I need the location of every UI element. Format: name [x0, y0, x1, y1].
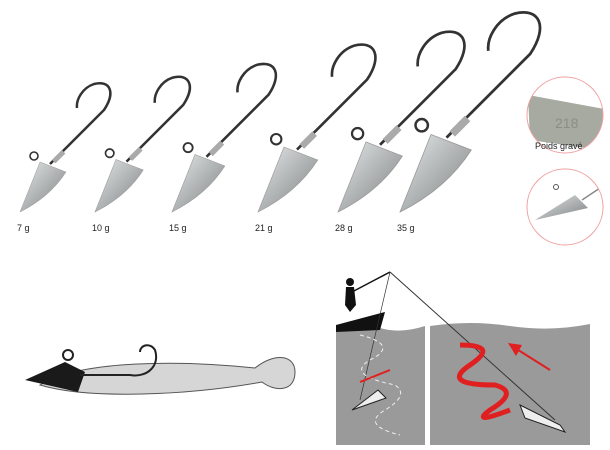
weight-label: 10 g	[92, 223, 110, 233]
jig-head-5	[399, 11, 542, 213]
engraved-weight-label: Poids gravé	[535, 141, 583, 151]
rigged-soft-lure	[25, 344, 296, 395]
side-view-detail	[526, 168, 604, 246]
weight-label: 7 g	[17, 223, 30, 233]
weight-label: 35 g	[397, 223, 415, 233]
svg-text:218: 218	[555, 115, 579, 131]
weight-label: 15 g	[169, 223, 187, 233]
jig-head-3	[257, 43, 377, 213]
jig-head-lineup	[19, 11, 542, 213]
jig-head-0	[19, 81, 112, 213]
weight-label: 21 g	[255, 223, 273, 233]
jig-head-2	[171, 62, 278, 213]
jig-head-1	[94, 75, 192, 213]
fishing-technique-diagram	[336, 271, 590, 445]
weight-label: 28 g	[335, 223, 353, 233]
jig-head-4	[337, 30, 466, 213]
engraved-weight-detail: 218	[526, 76, 604, 154]
